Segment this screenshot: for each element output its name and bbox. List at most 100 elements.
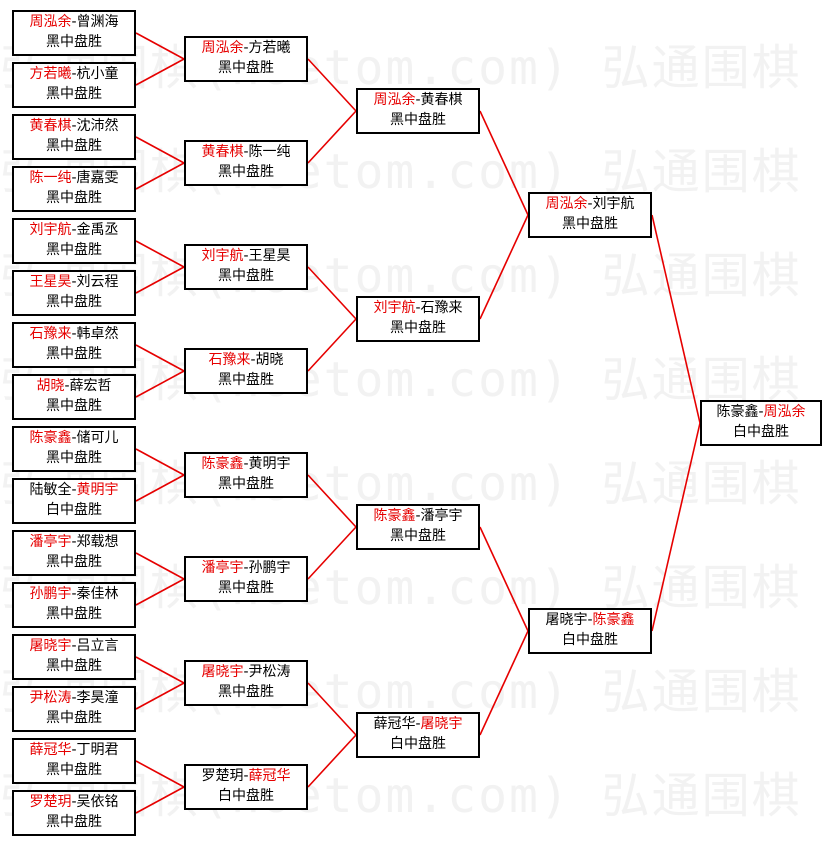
match-players: 潘亭宇-郑载想 — [14, 532, 134, 552]
player-separator: - — [71, 118, 77, 134]
match-result: 黑中盘胜 — [46, 814, 102, 830]
player-name: 陈豪鑫 — [29, 430, 72, 446]
bracket-line — [135, 760, 185, 788]
match-players: 周泓余-方若曦 — [186, 38, 306, 58]
player-name: 胡晓 — [36, 378, 65, 394]
match-box: 陈豪鑫-周泓余白中盘胜 — [700, 400, 822, 446]
player-separator: - — [587, 196, 593, 212]
player-name: 杭小童 — [76, 66, 119, 82]
player-separator: - — [243, 560, 249, 576]
bracket-line — [651, 422, 701, 632]
player-name: 沈沛然 — [76, 118, 119, 134]
match-box: 陈豪鑫-储可儿黑中盘胜 — [12, 426, 136, 472]
player-name: 潘亭宇 — [201, 560, 244, 576]
player-name: 韩卓然 — [76, 326, 119, 342]
match-result: 黑中盘胜 — [46, 710, 102, 726]
player-name: 刘宇航 — [201, 248, 244, 264]
player-separator: - — [71, 170, 77, 186]
match-players: 陈豪鑫-潘亭宇 — [358, 506, 478, 526]
bracket-line — [479, 110, 529, 216]
match-players: 胡晓-薛宏哲 — [14, 376, 134, 396]
match-result: 白中盘胜 — [390, 736, 446, 752]
player-separator: - — [415, 300, 421, 316]
match-box: 陆敏全-黄明宇白中盘胜 — [12, 478, 136, 524]
match-players: 陈一纯-唐嘉雯 — [14, 168, 134, 188]
player-name: 屠晓宇 — [545, 612, 588, 628]
bracket-line — [307, 266, 357, 320]
player-name: 薛宏哲 — [69, 378, 112, 394]
player-separator: - — [250, 352, 256, 368]
player-separator: - — [71, 742, 77, 758]
match-players: 罗楚玥-薛冠华 — [186, 766, 306, 786]
match-box: 尹松涛-李昊潼黑中盘胜 — [12, 686, 136, 732]
bracket-line — [135, 474, 185, 502]
player-name: 陆敏全 — [29, 482, 72, 498]
player-name: 薛冠华 — [29, 742, 72, 758]
player-separator: - — [243, 248, 249, 264]
match-box: 陈豪鑫-潘亭宇黑中盘胜 — [356, 504, 480, 550]
match-box: 刘宇航-石豫来黑中盘胜 — [356, 296, 480, 342]
player-separator: - — [415, 92, 421, 108]
player-separator: - — [243, 456, 249, 472]
bracket-line — [135, 58, 185, 86]
match-box: 屠晓宇-陈豪鑫白中盘胜 — [528, 608, 652, 654]
player-name: 屠晓宇 — [420, 716, 463, 732]
player-separator: - — [243, 40, 249, 56]
match-box: 潘亭宇-郑载想黑中盘胜 — [12, 530, 136, 576]
player-name: 陈豪鑫 — [201, 456, 244, 472]
match-players: 刘宇航-金禹丞 — [14, 220, 134, 240]
match-result: 黑中盘胜 — [46, 554, 102, 570]
player-separator: - — [71, 430, 77, 446]
match-box: 罗楚玥-薛冠华白中盘胜 — [184, 764, 308, 810]
player-name: 曾渊海 — [76, 14, 119, 30]
match-box: 刘宇航-王星昊黑中盘胜 — [184, 244, 308, 290]
bracket-line — [135, 266, 185, 294]
bracket-line — [479, 630, 529, 736]
match-players: 黄春棋-陈一纯 — [186, 142, 306, 162]
match-players: 罗楚玥-吴依铭 — [14, 792, 134, 812]
match-result: 黑中盘胜 — [562, 216, 618, 232]
player-name: 陈豪鑫 — [716, 404, 759, 420]
match-result: 黑中盘胜 — [218, 580, 274, 596]
match-result: 黑中盘胜 — [46, 450, 102, 466]
match-players: 黄春棋-沈沛然 — [14, 116, 134, 136]
match-result: 黑中盘胜 — [218, 268, 274, 284]
bracket-line — [479, 214, 529, 320]
player-name: 周泓余 — [201, 40, 244, 56]
match-box: 黄春棋-沈沛然黑中盘胜 — [12, 114, 136, 160]
player-name: 孙鹏宇 — [29, 586, 72, 602]
bracket-line — [135, 162, 185, 190]
match-players: 王星昊-刘云程 — [14, 272, 134, 292]
player-separator: - — [71, 14, 77, 30]
player-separator: - — [71, 638, 77, 654]
player-name: 刘宇航 — [373, 300, 416, 316]
bracket-line — [307, 682, 357, 736]
match-result: 黑中盘胜 — [46, 138, 102, 154]
match-result: 白中盘胜 — [218, 788, 274, 804]
match-result: 黑中盘胜 — [218, 372, 274, 388]
match-players: 周泓余-曾渊海 — [14, 12, 134, 32]
bracket-line — [307, 58, 357, 112]
match-players: 周泓余-黄春棋 — [358, 90, 478, 110]
match-box: 屠晓宇-吕立言黑中盘胜 — [12, 634, 136, 680]
match-result: 黑中盘胜 — [390, 528, 446, 544]
match-players: 石豫来-胡晓 — [186, 350, 306, 370]
player-name: 方若曦 — [248, 40, 291, 56]
match-players: 屠晓宇-吕立言 — [14, 636, 134, 656]
match-result: 白中盘胜 — [562, 632, 618, 648]
bracket-line — [135, 136, 185, 164]
match-box: 屠晓宇-尹松涛黑中盘胜 — [184, 660, 308, 706]
match-box: 胡晓-薛宏哲黑中盘胜 — [12, 374, 136, 420]
player-name: 周泓余 — [373, 92, 416, 108]
match-players: 潘亭宇-孙鹏宇 — [186, 558, 306, 578]
player-name: 周泓余 — [29, 14, 72, 30]
player-name: 黄明宇 — [76, 482, 119, 498]
player-name: 石豫来 — [208, 352, 251, 368]
match-box: 周泓余-刘宇航黑中盘胜 — [528, 192, 652, 238]
player-name: 罗楚玥 — [29, 794, 72, 810]
player-separator: - — [587, 612, 593, 628]
player-name: 金禹丞 — [76, 222, 119, 238]
bracket-line — [135, 448, 185, 476]
bracket-line — [135, 682, 185, 710]
player-separator: - — [71, 586, 77, 602]
